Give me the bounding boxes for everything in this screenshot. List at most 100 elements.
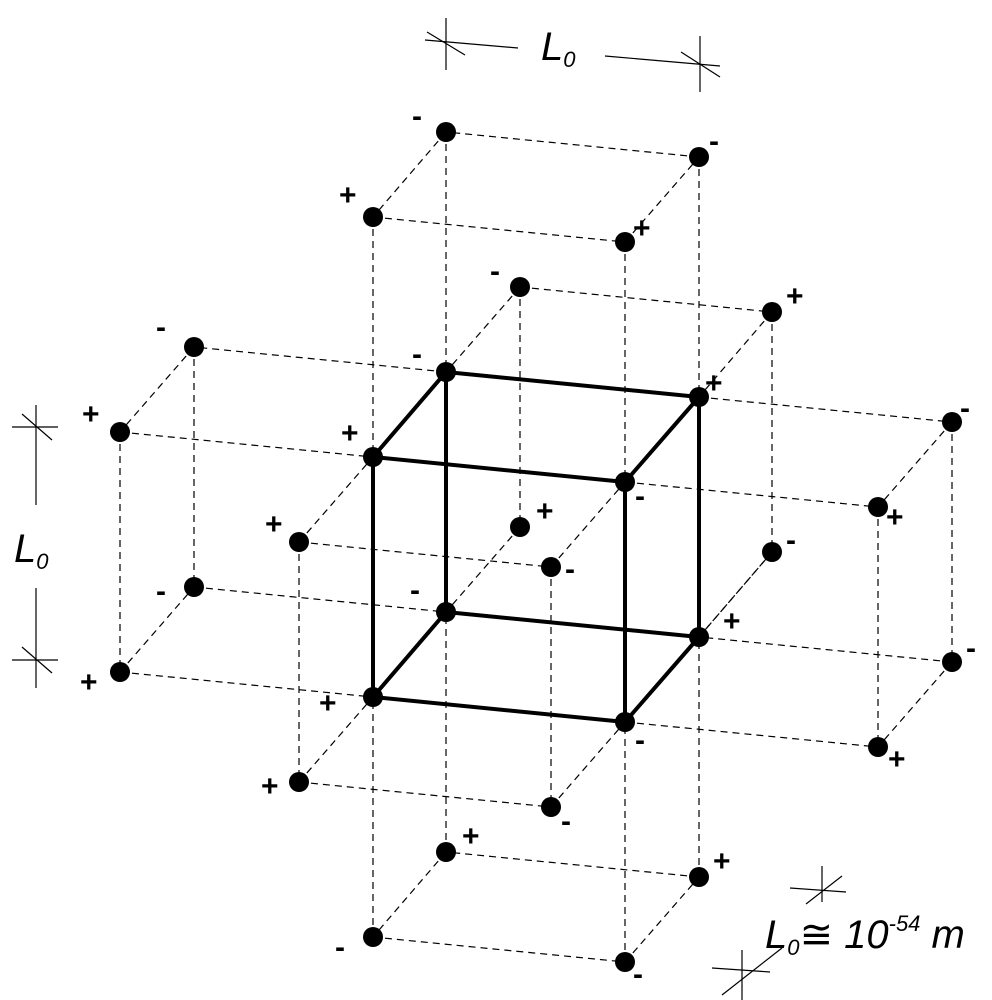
lattice-edge <box>298 696 374 783</box>
lattice-point <box>363 687 383 707</box>
lattice-edge <box>193 586 447 613</box>
lattice-edge <box>519 286 773 313</box>
lattice-edge <box>624 876 700 963</box>
lattice-point <box>436 122 456 142</box>
lattice-edge <box>372 216 626 243</box>
charge-sign: - <box>786 524 796 557</box>
left-dimension-label: L0 <box>14 527 49 574</box>
cube-edge <box>371 610 448 699</box>
central-cube <box>371 370 701 724</box>
charge-sign: + <box>536 495 554 528</box>
charge-sign: + <box>82 398 100 431</box>
cube-edge <box>444 610 701 639</box>
lattice-points <box>110 122 962 972</box>
charge-sign: + <box>319 687 337 720</box>
lattice-point <box>615 952 635 972</box>
lattice-edge <box>624 481 879 508</box>
lattice-edge <box>193 346 447 373</box>
lattice-point <box>436 842 456 862</box>
charge-sign: - <box>709 125 719 158</box>
lattice-point <box>689 627 709 647</box>
lattice-point <box>289 772 309 792</box>
lattice-point <box>615 472 635 492</box>
lattice-edge <box>550 721 626 808</box>
charge-sign: - <box>490 255 500 288</box>
lattice-edge <box>298 541 552 568</box>
charge-sign: + <box>80 666 98 699</box>
lattice-edge <box>445 286 521 373</box>
lattice-edge <box>119 586 195 673</box>
lattice-edge <box>624 156 700 243</box>
charge-sign: + <box>723 605 741 638</box>
lattice-point <box>510 517 530 537</box>
lattice-point <box>868 737 888 757</box>
charge-sign: - <box>156 575 166 608</box>
charge-sign: + <box>713 845 731 878</box>
lattice-edge <box>698 311 773 398</box>
charge-sign: + <box>888 743 906 776</box>
charge-sign: - <box>412 100 422 133</box>
cube-edge <box>371 455 627 484</box>
charge-sign: - <box>966 632 976 665</box>
lattice-edge <box>698 636 953 663</box>
lattice-edge <box>698 396 953 423</box>
cube-edge <box>623 395 701 484</box>
lattice-edge <box>445 851 700 878</box>
lattice-point <box>689 147 709 167</box>
charge-sign: + <box>261 770 279 803</box>
charge-sign: - <box>412 338 422 371</box>
charge-sign: + <box>786 280 804 313</box>
lattice-point <box>942 412 962 432</box>
charge-sign: + <box>265 508 283 541</box>
top-dimension-label: L0 <box>541 25 576 72</box>
cube-edge <box>371 695 627 724</box>
lattice-edge <box>445 131 700 158</box>
lattice-point <box>689 867 709 887</box>
lattice-point <box>762 302 782 322</box>
charge-sign: + <box>705 367 723 400</box>
charge-sign: - <box>635 724 645 757</box>
lattice-point <box>868 497 888 517</box>
charge-sign: + <box>886 501 904 534</box>
lattice-edge <box>372 851 447 938</box>
charge-sign: - <box>156 311 166 344</box>
lattice-point <box>762 542 782 562</box>
charge-sign: - <box>960 392 970 425</box>
cube-edge <box>371 370 448 459</box>
lattice-edge <box>119 671 374 698</box>
lattice-edge <box>877 421 953 508</box>
lattice-dashed-edges <box>119 131 953 963</box>
lattice-point <box>184 337 204 357</box>
lattice-edge <box>877 661 953 748</box>
charge-sign: - <box>565 553 575 586</box>
lattice-point <box>363 447 383 467</box>
lattice-edge <box>698 551 773 638</box>
lattice-edge <box>372 131 447 218</box>
lattice-edge <box>298 456 374 543</box>
charge-sign: + <box>341 417 359 450</box>
lattice-edge <box>119 346 195 433</box>
lattice-point <box>541 797 561 817</box>
lattice-edge <box>372 936 626 963</box>
lattice-point <box>615 712 635 732</box>
lattice-point <box>942 652 962 672</box>
lattice-point <box>363 207 383 227</box>
lattice-edge <box>550 481 626 568</box>
lattice-edge <box>119 431 374 458</box>
lattice-edge <box>624 721 879 748</box>
lattice-point <box>510 277 530 297</box>
charge-sign: + <box>633 212 651 245</box>
dimension-markers <box>12 18 847 1000</box>
lattice-point <box>689 387 709 407</box>
cube-edge <box>623 635 701 724</box>
charge-sign: + <box>339 179 357 212</box>
charge-sign: - <box>633 958 643 991</box>
lattice-point <box>289 532 309 552</box>
charge-signs: -++--+-++--++-+--++--+-+-++-+--+ <box>80 100 976 991</box>
planck-scale-equation: L0≅ 10-54 m <box>765 911 965 960</box>
charge-sign: - <box>410 574 420 607</box>
cube-edge <box>444 370 701 399</box>
lattice-edge <box>698 551 773 638</box>
